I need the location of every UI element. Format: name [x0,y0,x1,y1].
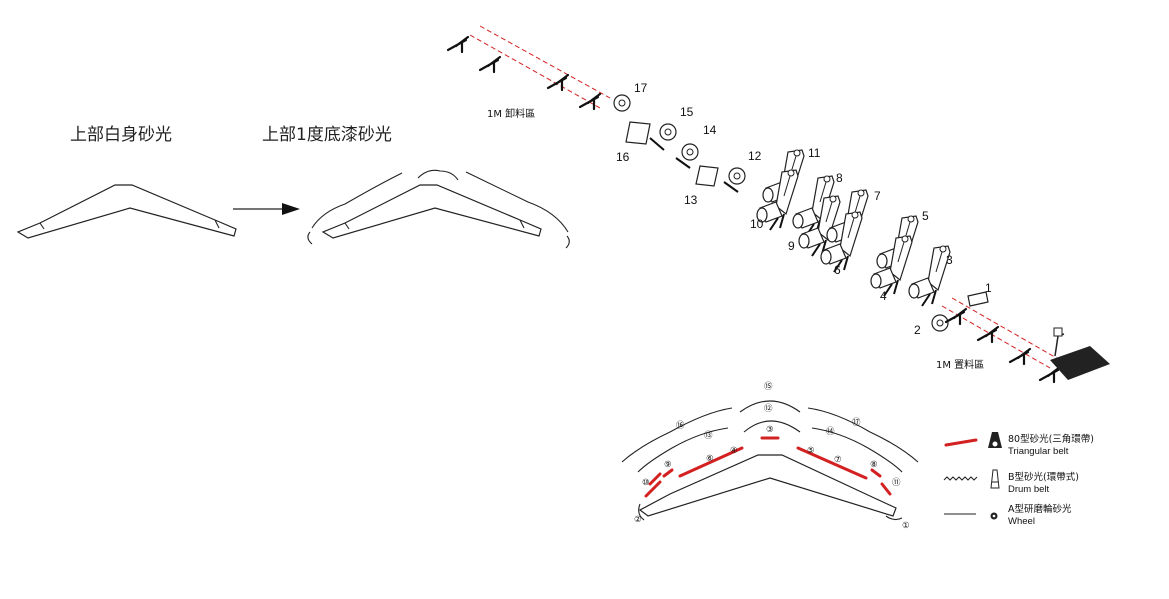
load-zone-label: 1M 置料區 [936,358,984,371]
station-number-10: 10 [750,217,764,231]
wavy-line-swatch [943,476,978,481]
station-number-16: 16 [616,150,630,164]
legend-label-zh: A型研磨輪砂光 [1008,503,1072,515]
legend: 80型砂光(三角環帶) Triangular belt B型砂光(環帶式) Dr… [943,432,1094,527]
contact-label-16: ⑯ [676,420,685,430]
station-15 [649,123,677,151]
station-number-17: 17 [634,81,648,95]
legend-item-wheel: A型研磨輪砂光 Wheel [944,503,1072,527]
contact-label-11: ⑪ [892,477,901,487]
process-arrow [233,203,300,215]
legend-label-zh: 80型砂光(三角環帶) [1008,433,1094,445]
production-line: 1M 卸料區 1M 置料區 [446,25,1110,384]
station-number-5: 5 [922,209,929,223]
legend-label-zh: B型砂光(環帶式) [1008,471,1079,483]
station-number-11: 11 [808,146,821,160]
wheel-sander-icon [990,512,998,520]
station-number-13: 13 [684,193,698,207]
station-17 [613,94,631,112]
station-3 [908,245,951,307]
station-12 [723,167,746,193]
unload-zone-label: 1M 卸料區 [487,107,535,120]
contact-label-8: ⑧ [870,459,878,469]
station-number-8: 8 [836,171,843,185]
station-number-6: 6 [834,263,841,277]
contact-label-5: ⑤ [807,445,815,455]
station-14 [675,143,699,169]
station-number-15: 15 [680,105,694,119]
drum-belt-sander-icon [990,469,1000,489]
station-number-12: 12 [748,149,762,163]
legend-label-en: Triangular belt [1008,446,1069,457]
contact-label-1: ① [902,520,910,530]
station-number-labels: 1 2 3 4 5 6 7 8 9 10 11 12 13 14 15 16 1… [616,81,992,337]
station-number-4: 4 [880,289,887,303]
hanger-after [307,169,570,249]
contact-label-3: ③ [766,424,774,434]
station-number-2: 2 [914,323,921,337]
contact-label-2: ② [634,514,642,524]
station-number-1: 1 [985,281,992,295]
contact-label-13: ⑬ [704,430,713,440]
before-title: 上部白身砂光 [70,125,172,145]
contact-label-17: ⑰ [852,417,861,427]
station-number-14: 14 [703,123,717,137]
contact-labels: ① ② ③ ④ ⑤ ⑥ ⑦ ⑧ ⑨ ⑩ ⑪ ⑫ ⑬ ⑭ ⑮ ⑯ ⑰ [634,381,910,530]
contact-label-12: ⑫ [764,403,773,413]
contact-label-4: ④ [730,445,738,455]
station-13 [695,165,719,187]
station-number-9: 9 [788,239,795,253]
red-line-swatch [944,438,978,447]
after-title: 上部1度底漆砂光 [262,125,392,145]
load-conveyor [941,297,1110,384]
unload-conveyor [446,25,611,111]
contact-label-10: ⑩ [642,477,650,487]
station-number-3: 3 [946,253,953,267]
contact-label-9: ⑨ [664,459,672,469]
contact-label-7: ⑦ [834,454,842,464]
contact-map: ① ② ③ ④ ⑤ ⑥ ⑦ ⑧ ⑨ ⑩ ⑪ ⑫ ⑬ ⑭ ⑮ ⑯ ⑰ [621,381,919,530]
legend-label-en: Wheel [1008,516,1035,527]
contact-label-15: ⑮ [764,381,773,391]
legend-item-triangular-belt: 80型砂光(三角環帶) Triangular belt [944,432,1094,457]
station-4 [870,235,913,297]
contact-label-14: ⑭ [826,426,835,436]
station-16 [625,121,651,145]
station-number-7: 7 [874,189,881,203]
legend-label-en: Drum belt [1008,484,1050,495]
contact-label-6: ⑥ [706,453,714,463]
hanger-before [16,184,237,239]
legend-item-drum-belt: B型砂光(環帶式) Drum belt [943,469,1079,495]
triangular-belt-sander-icon [988,432,1002,448]
station-1 [967,291,989,307]
